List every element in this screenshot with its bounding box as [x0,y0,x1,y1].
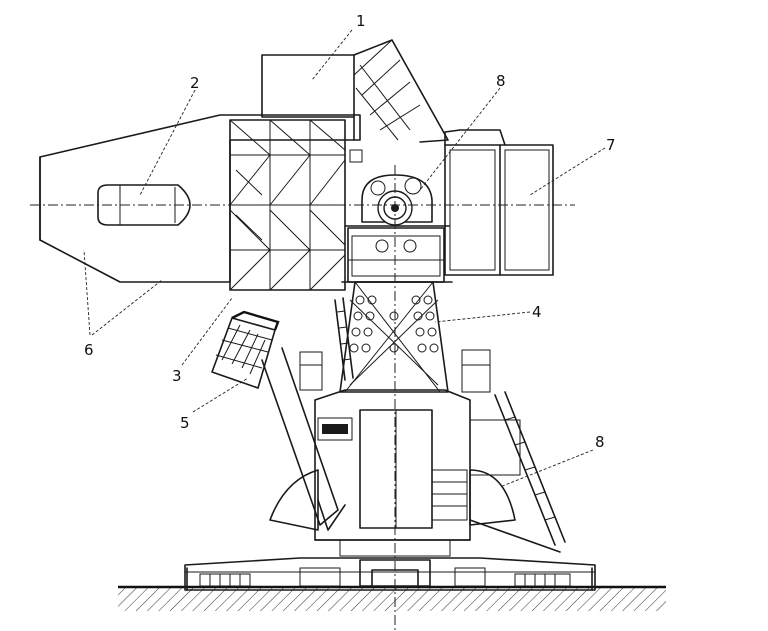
leader-lines [83,29,606,488]
boom-6 [39,114,361,291]
label-7: 7 [606,136,616,154]
conveyor-arm [211,310,346,531]
label-4: 4 [532,303,542,321]
label-6: 6 [84,341,94,359]
wheel-blocks-right [514,573,571,587]
side-chutes [269,419,521,531]
label-3: 3 [172,367,182,385]
top-box-1 [261,39,449,143]
callout-labels: 1 2 3 4 5 6 7 8 8 [84,12,616,451]
mast-holes [349,295,439,353]
bucket-frame-5 [211,310,280,389]
label-5: 5 [180,414,190,432]
ground [118,585,666,611]
handrails [299,349,491,393]
base-carriage [184,557,596,591]
lower-body [314,389,471,557]
label-8-top: 8 [496,72,506,90]
drive-reel-8 [349,149,433,226]
counterweight-7 [444,129,554,276]
label-1: 1 [356,12,366,30]
turntable [341,225,453,283]
mast-tower-4 [339,281,449,393]
label-8-lower: 8 [595,433,605,451]
centre-lines [30,165,575,631]
ladder-right [469,391,566,553]
label-2: 2 [190,74,200,92]
wheel-blocks-left [199,573,251,587]
